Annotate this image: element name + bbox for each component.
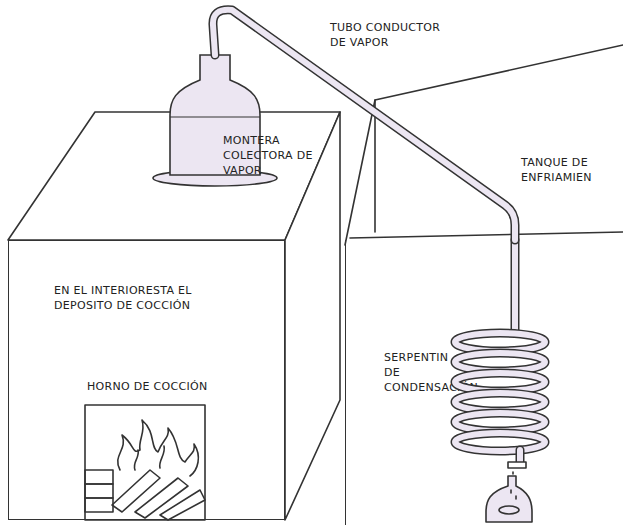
coil-outlet — [517, 450, 523, 462]
tap — [508, 462, 526, 468]
fire-opening — [85, 405, 205, 520]
vapor-collector: MONTERA COLECTORA DE VAPOR — [165, 55, 315, 190]
coil-loop — [455, 353, 545, 371]
tank-water-line — [350, 232, 623, 238]
brick — [85, 484, 113, 498]
liquid-swirl — [499, 506, 519, 514]
coil-pipe — [512, 240, 518, 333]
flame — [134, 446, 164, 470]
coil-loop — [455, 433, 545, 451]
collecting-bottle — [486, 472, 532, 522]
log — [112, 470, 160, 512]
brick — [85, 498, 113, 512]
log — [135, 478, 188, 518]
drops — [511, 472, 516, 499]
cooling-tank: TANQUE DE ENFRIAMIENSERPENTIN DE CONDENS… — [345, 240, 623, 525]
part-label: MONTERA COLECTORA DE VAPOR — [223, 133, 318, 178]
part-text: EN EL INTERIORESTA EL DEPOSITO DE COCCIÓ… — [54, 283, 229, 313]
coil-loop — [455, 413, 545, 431]
tank-back-edge — [374, 100, 376, 232]
coil-loop — [455, 393, 545, 411]
part-text: HORNO DE COCCIÓN — [87, 379, 237, 394]
tank-top-edge — [345, 45, 623, 245]
part-text: SERPENTIN DE CONDENSACIÓN — [384, 350, 459, 395]
flame — [118, 420, 199, 476]
furnace-box: EN EL INTERIORESTA EL DEPOSITO DE COCCIÓ… — [8, 240, 285, 520]
coil-outlet — [516, 450, 525, 462]
furnace-side — [285, 112, 340, 520]
coil-loop — [455, 353, 545, 371]
log — [160, 490, 205, 520]
coil-loop — [455, 373, 545, 391]
collector-band — [170, 116, 260, 117]
part-label: TANQUE DE ENFRIAMIEN — [521, 155, 621, 185]
coil-loop — [455, 373, 545, 391]
oven-mouth — [85, 405, 205, 520]
coil-loop — [455, 413, 545, 431]
coil-pipe — [511, 240, 520, 333]
coil-loop — [455, 333, 545, 351]
bottle — [486, 476, 532, 522]
condensation-coil — [455, 240, 545, 468]
tube-label: TUBO CONDUCTOR DE VAPOR — [330, 20, 445, 50]
coil-loop — [455, 393, 545, 411]
coil-loop — [455, 433, 545, 451]
brick — [85, 470, 113, 484]
coil-loop — [455, 333, 545, 351]
